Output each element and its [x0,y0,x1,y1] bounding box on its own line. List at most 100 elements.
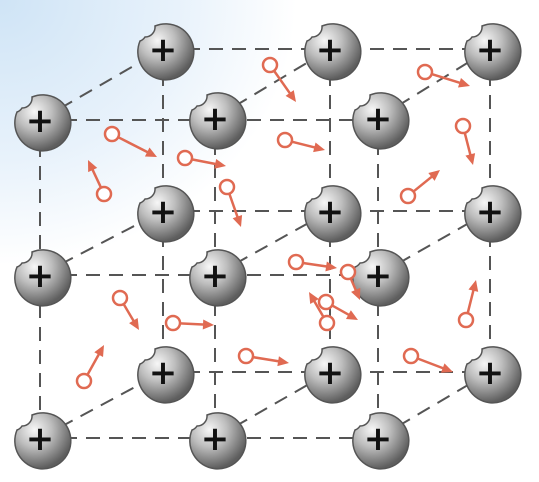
ion-sphere [464,23,522,81]
ion-sphere [304,346,362,404]
positive-ion-icon: + [304,23,362,81]
electron-icon [276,131,325,153]
electron-icon [287,253,337,272]
ion-sphere [464,185,522,243]
velocity-arrow-shaft [117,136,153,156]
velocity-arrow-head [468,280,479,292]
electron-ring [276,131,294,149]
ion-sphere [14,412,72,470]
electron-icon [218,178,243,227]
ion-sphere [137,23,195,81]
electron-ring [454,117,472,135]
electron-icon [399,170,440,205]
electron-ring [237,347,255,365]
electron-icon [88,160,113,203]
electron-ring [103,125,121,143]
velocity-arrow-head [232,214,243,227]
positive-ion-icon: + [352,412,410,470]
positive-ion-icon: + [189,412,247,470]
ion-plus-sign: + [316,353,345,393]
ion-sphere [352,412,410,470]
ion-plus-sign: + [201,256,230,296]
electron-icon [339,263,361,300]
electron-ring [339,263,357,281]
velocity-arrow-head [309,292,319,305]
positive-ion-icon: + [189,249,247,307]
ion-sphere [352,249,410,307]
ion-plus-sign: + [316,192,345,232]
ion-sphere [352,92,410,150]
velocity-arrow-head [285,90,296,102]
ion-plus-sign: + [26,256,55,296]
positive-ion-icon: + [352,249,410,307]
velocity-arrow-head [94,345,104,358]
ion-plus-sign: + [476,353,505,393]
electron-ring [318,314,336,332]
positive-ion-icon: + [137,346,195,404]
positive-ion-icon: + [137,23,195,81]
ion-plus-sign: + [26,419,55,459]
velocity-arrow-head [345,310,358,320]
electron-ring [95,185,113,203]
velocity-arrow-head [144,147,157,157]
ion-sphere [137,346,195,404]
electron-icon [416,63,470,88]
ion-plus-sign: + [364,256,393,296]
ion-lattice: ++++++++++++++++++ [14,23,522,470]
ion-plus-sign: + [149,192,178,232]
electron-ring [164,314,182,332]
ion-sphere [137,185,195,243]
electron-icon [111,289,139,330]
positive-ion-icon: + [14,412,72,470]
electron-ring [457,311,475,329]
velocity-arrow-head [88,160,98,173]
velocity-arrow-head [440,363,453,373]
ion-sphere [14,249,72,307]
electron-ring [176,149,194,167]
ion-plus-sign: + [364,419,393,459]
positive-ion-icon: + [14,94,72,152]
electron-ring [317,293,335,311]
electron-icon [176,149,226,169]
positive-ion-icon: + [464,23,522,81]
ion-sphere [189,92,247,150]
ion-plus-sign: + [201,99,230,139]
electron-icon [164,314,214,332]
positive-ion-icon: + [304,185,362,243]
positive-ion-icon: + [137,185,195,243]
velocity-arrow-head [351,287,361,300]
velocity-arrow-shaft [273,70,294,98]
ion-plus-sign: + [364,99,393,139]
electron-ring [287,253,305,271]
ion-sphere [304,185,362,243]
electron-ring [111,289,129,307]
electron-ring [402,347,420,365]
ion-plus-sign: + [149,30,178,70]
ion-sphere [189,249,247,307]
electron-icon [309,292,336,332]
positive-ion-icon: + [189,92,247,150]
velocity-arrow-head [214,158,226,169]
velocity-arrow-shaft [252,355,284,364]
ion-sphere [189,412,247,470]
electron-icon [454,117,476,165]
positive-ion-icon: + [464,346,522,404]
ion-sphere [304,23,362,81]
velocity-arrow-head [129,317,139,330]
ion-plus-sign: + [149,353,178,393]
velocity-arrow-head [458,77,470,88]
velocity-arrow-head [465,153,476,165]
electron-icon [457,280,479,329]
ion-plus-sign: + [476,192,505,232]
velocity-arrow-head [428,170,440,181]
electron-icon [317,293,358,320]
positive-ion-icon: + [352,92,410,150]
electron-ring [416,63,434,81]
ion-plus-sign: + [476,30,505,70]
ion-plus-sign: + [26,101,55,141]
electron-icon [75,345,104,390]
ion-sphere [464,346,522,404]
electron-ring [261,56,279,74]
